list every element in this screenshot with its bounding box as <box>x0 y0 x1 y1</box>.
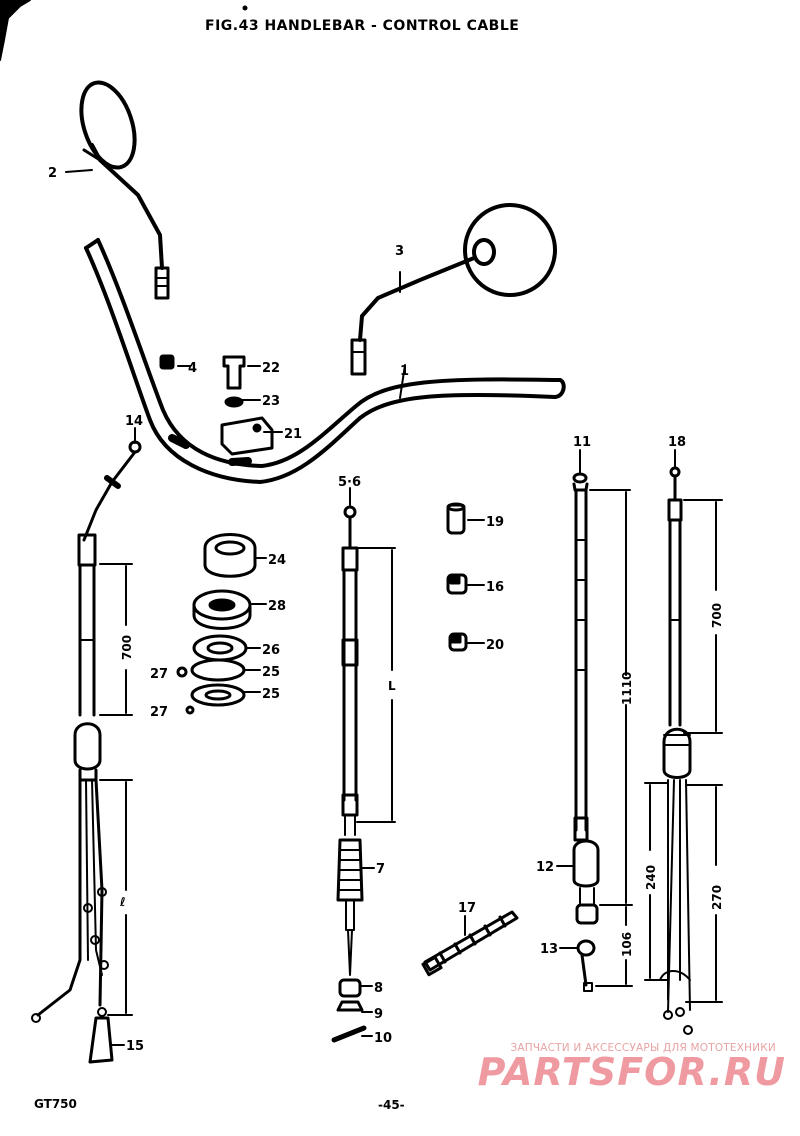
watermark-tagline: ЗАПЧАСТИ И АКСЕССУАРЫ ДЛЯ МОТОТЕХНИКИ <box>510 1042 776 1054</box>
dim-240: 240 <box>644 865 658 890</box>
mirror-right <box>350 203 557 376</box>
handlebar <box>84 238 566 484</box>
label-23: 23 <box>262 394 280 409</box>
part-labels: 2 3 1 4 22 23 21 14 5·6 19 16 20 24 28 2… <box>48 166 686 1054</box>
label-12: 12 <box>536 860 554 875</box>
watermark-logo: PARTSFOR.RU <box>477 1050 786 1094</box>
label-28: 28 <box>268 599 286 614</box>
label-25a: 25 <box>262 665 280 680</box>
dim-700-left: 700 <box>120 635 134 660</box>
part-4-plug <box>159 354 175 370</box>
cable-strap <box>421 910 519 977</box>
label-3: 3 <box>395 244 404 259</box>
model-code: GT750 <box>34 1097 77 1111</box>
dim-106: 106 <box>620 932 634 957</box>
label-18: 18 <box>668 435 686 450</box>
dim-1110: 1110 <box>620 672 634 705</box>
label-17: 17 <box>458 901 476 916</box>
handlebar-small-parts <box>159 354 274 456</box>
label-15: 15 <box>126 1039 144 1054</box>
rubber-parts <box>176 533 257 715</box>
label-27b: 27 <box>150 705 168 720</box>
label-5-6: 5·6 <box>338 475 361 490</box>
tachometer-dimensions <box>644 499 723 1003</box>
label-8: 8 <box>374 981 383 996</box>
label-11: 11 <box>573 435 591 450</box>
scan-edge <box>0 0 248 61</box>
tachometer-cable <box>659 466 693 1035</box>
small-bushings <box>446 502 468 652</box>
label-10: 10 <box>374 1031 392 1046</box>
label-20: 20 <box>486 638 504 653</box>
clutch-dimensions <box>356 547 396 823</box>
label-2: 2 <box>48 166 57 181</box>
clutch-cable <box>331 505 367 1043</box>
dimension-labels: 700 L ℓ 1110 700 240 270 106 <box>119 603 724 957</box>
speedometer-cable <box>572 472 600 992</box>
mirror-left <box>79 80 170 300</box>
label-25b: 25 <box>262 687 280 702</box>
label-27a: 27 <box>150 667 168 682</box>
throttle-dimensions <box>99 563 133 1016</box>
speedometer-dimensions <box>589 489 633 987</box>
label-9: 9 <box>374 1007 383 1022</box>
label-24: 24 <box>268 553 286 568</box>
label-14: 14 <box>125 414 143 429</box>
throttle-cable <box>31 440 142 1064</box>
dim-l: ℓ <box>119 895 126 909</box>
page-number: -45- <box>378 1098 405 1112</box>
figure-title: FIG.43 HANDLEBAR - CONTROL CABLE <box>205 18 520 34</box>
label-13: 13 <box>540 942 558 957</box>
callout-leaders <box>65 169 676 1046</box>
label-21: 21 <box>284 427 302 442</box>
label-22: 22 <box>262 361 280 376</box>
label-4: 4 <box>188 361 197 376</box>
dim-L: L <box>388 679 396 693</box>
label-1: 1 <box>400 364 409 379</box>
dim-700-right: 700 <box>710 603 724 628</box>
label-7: 7 <box>376 862 385 877</box>
label-26: 26 <box>262 643 280 658</box>
label-16: 16 <box>486 580 504 595</box>
dim-270: 270 <box>710 885 724 910</box>
label-19: 19 <box>486 515 504 530</box>
